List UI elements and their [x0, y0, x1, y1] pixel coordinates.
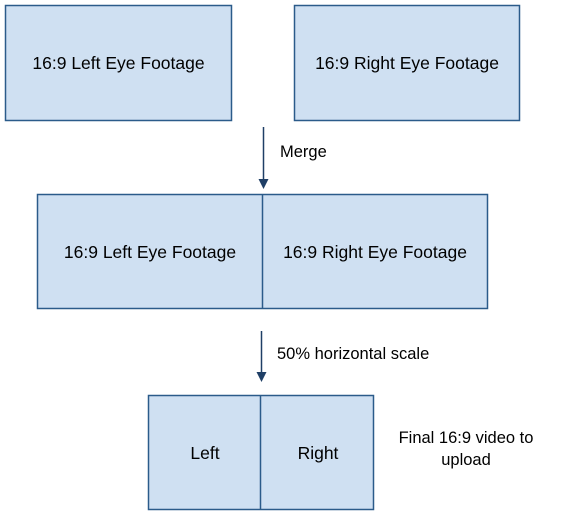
scale-step-label: 50% horizontal scale	[277, 345, 429, 363]
final-caption-line2: upload	[441, 451, 491, 469]
final-caption-line1: Final 16:9 video to	[399, 429, 534, 447]
merged-footage-box: 16:9 Left Eye Footage 16:9 Right Eye Foo…	[36, 193, 489, 310]
right-eye-footage-box: 16:9 Right Eye Footage	[293, 4, 521, 122]
merged-right-label: 16:9 Right Eye Footage	[283, 242, 467, 262]
left-eye-footage-rect	[4, 4, 233, 122]
left-eye-footage-box: 16:9 Left Eye Footage	[4, 4, 233, 122]
right-eye-footage-label: 16:9 Right Eye Footage	[315, 53, 499, 73]
right-eye-footage-rect	[293, 4, 521, 122]
final-left-label: Left	[190, 443, 219, 463]
merged-left-label: 16:9 Left Eye Footage	[64, 242, 236, 262]
final-video-box: Left Right	[147, 394, 375, 511]
final-right-label: Right	[298, 443, 339, 463]
merge-step-label: Merge	[280, 143, 327, 161]
left-eye-footage-label: 16:9 Left Eye Footage	[32, 53, 204, 73]
